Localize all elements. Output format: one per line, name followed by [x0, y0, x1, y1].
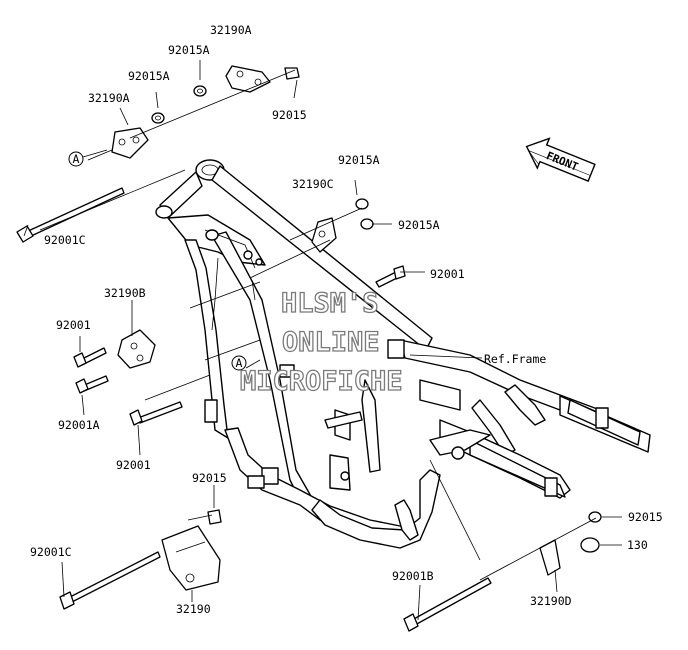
label-32190a-top: 32190A	[210, 23, 252, 37]
callout-a-top-label: A	[73, 152, 80, 166]
label-130: 130	[627, 538, 648, 552]
bracket-32190b	[117, 329, 156, 369]
callout-a-mid-label: A	[236, 356, 243, 370]
label-32190: 32190	[176, 602, 211, 616]
label-92015a-mid: 92015A	[338, 153, 380, 167]
bolt-92001a	[75, 375, 109, 394]
watermark: HLSM'S ONLINE MICROFICHE	[239, 287, 403, 397]
label-32190c: 32190C	[292, 177, 334, 191]
watermark-line-2: ONLINE	[282, 327, 380, 358]
callout-a-mid: A	[231, 355, 247, 371]
bracket-32190	[161, 525, 221, 591]
leader-lines	[23, 60, 622, 621]
nut-92015a-left	[151, 112, 165, 124]
label-92001c-top: 92001C	[44, 233, 86, 247]
bolt-92001-bottom	[129, 401, 183, 426]
watermark-line-3: MICROFICHE	[240, 366, 403, 397]
bracket-32190d	[539, 539, 561, 576]
label-92015-right: 92015	[628, 510, 663, 524]
nut-92015-right	[588, 511, 602, 523]
bolt-92001-right	[375, 265, 406, 288]
watermark-line-1: HLSM'S	[281, 288, 379, 319]
nut-92015-low	[207, 509, 222, 525]
label-32190a-left: 32190A	[88, 91, 130, 105]
label-32190b: 32190B	[104, 286, 146, 300]
bracket-32190a-left	[111, 127, 149, 159]
nut-92015a-top	[193, 85, 207, 97]
label-92001c-bottom: 92001C	[30, 545, 72, 559]
label-92015-low: 92015	[192, 471, 227, 485]
bolt-92001c-bottom	[59, 551, 161, 610]
label-92001b: 92001B	[392, 569, 434, 583]
label-ref-frame: Ref.Frame	[484, 352, 546, 366]
label-92015a-right: 92015A	[398, 218, 440, 232]
bolt-92001-left	[73, 347, 107, 368]
label-92015a-left: 92015A	[128, 69, 170, 83]
callout-a-top: A	[68, 151, 84, 167]
label-32190d: 32190D	[530, 594, 572, 608]
nut-92015a-mid	[355, 198, 369, 210]
label-92015a-top: 92015A	[168, 43, 210, 57]
front-arrow-icon: FRONT	[525, 137, 596, 182]
label-92001-left: 92001	[56, 318, 91, 332]
nut-92015a-right	[360, 218, 374, 230]
bracket-32190c	[311, 217, 337, 253]
part-labels: 32190A 92015A 92015A 92015 32190A 92001C…	[30, 23, 663, 616]
bolt-92001b	[403, 577, 492, 632]
cap-130	[580, 537, 600, 553]
nut-92015-top	[284, 67, 300, 80]
bracket-32190a-top	[225, 65, 271, 93]
label-92001-right: 92001	[430, 267, 465, 281]
label-92001a: 92001A	[58, 418, 100, 432]
label-92001-bottom: 92001	[116, 458, 151, 472]
motorcycle-frame	[155, 159, 651, 549]
label-92015-top: 92015	[272, 108, 307, 122]
